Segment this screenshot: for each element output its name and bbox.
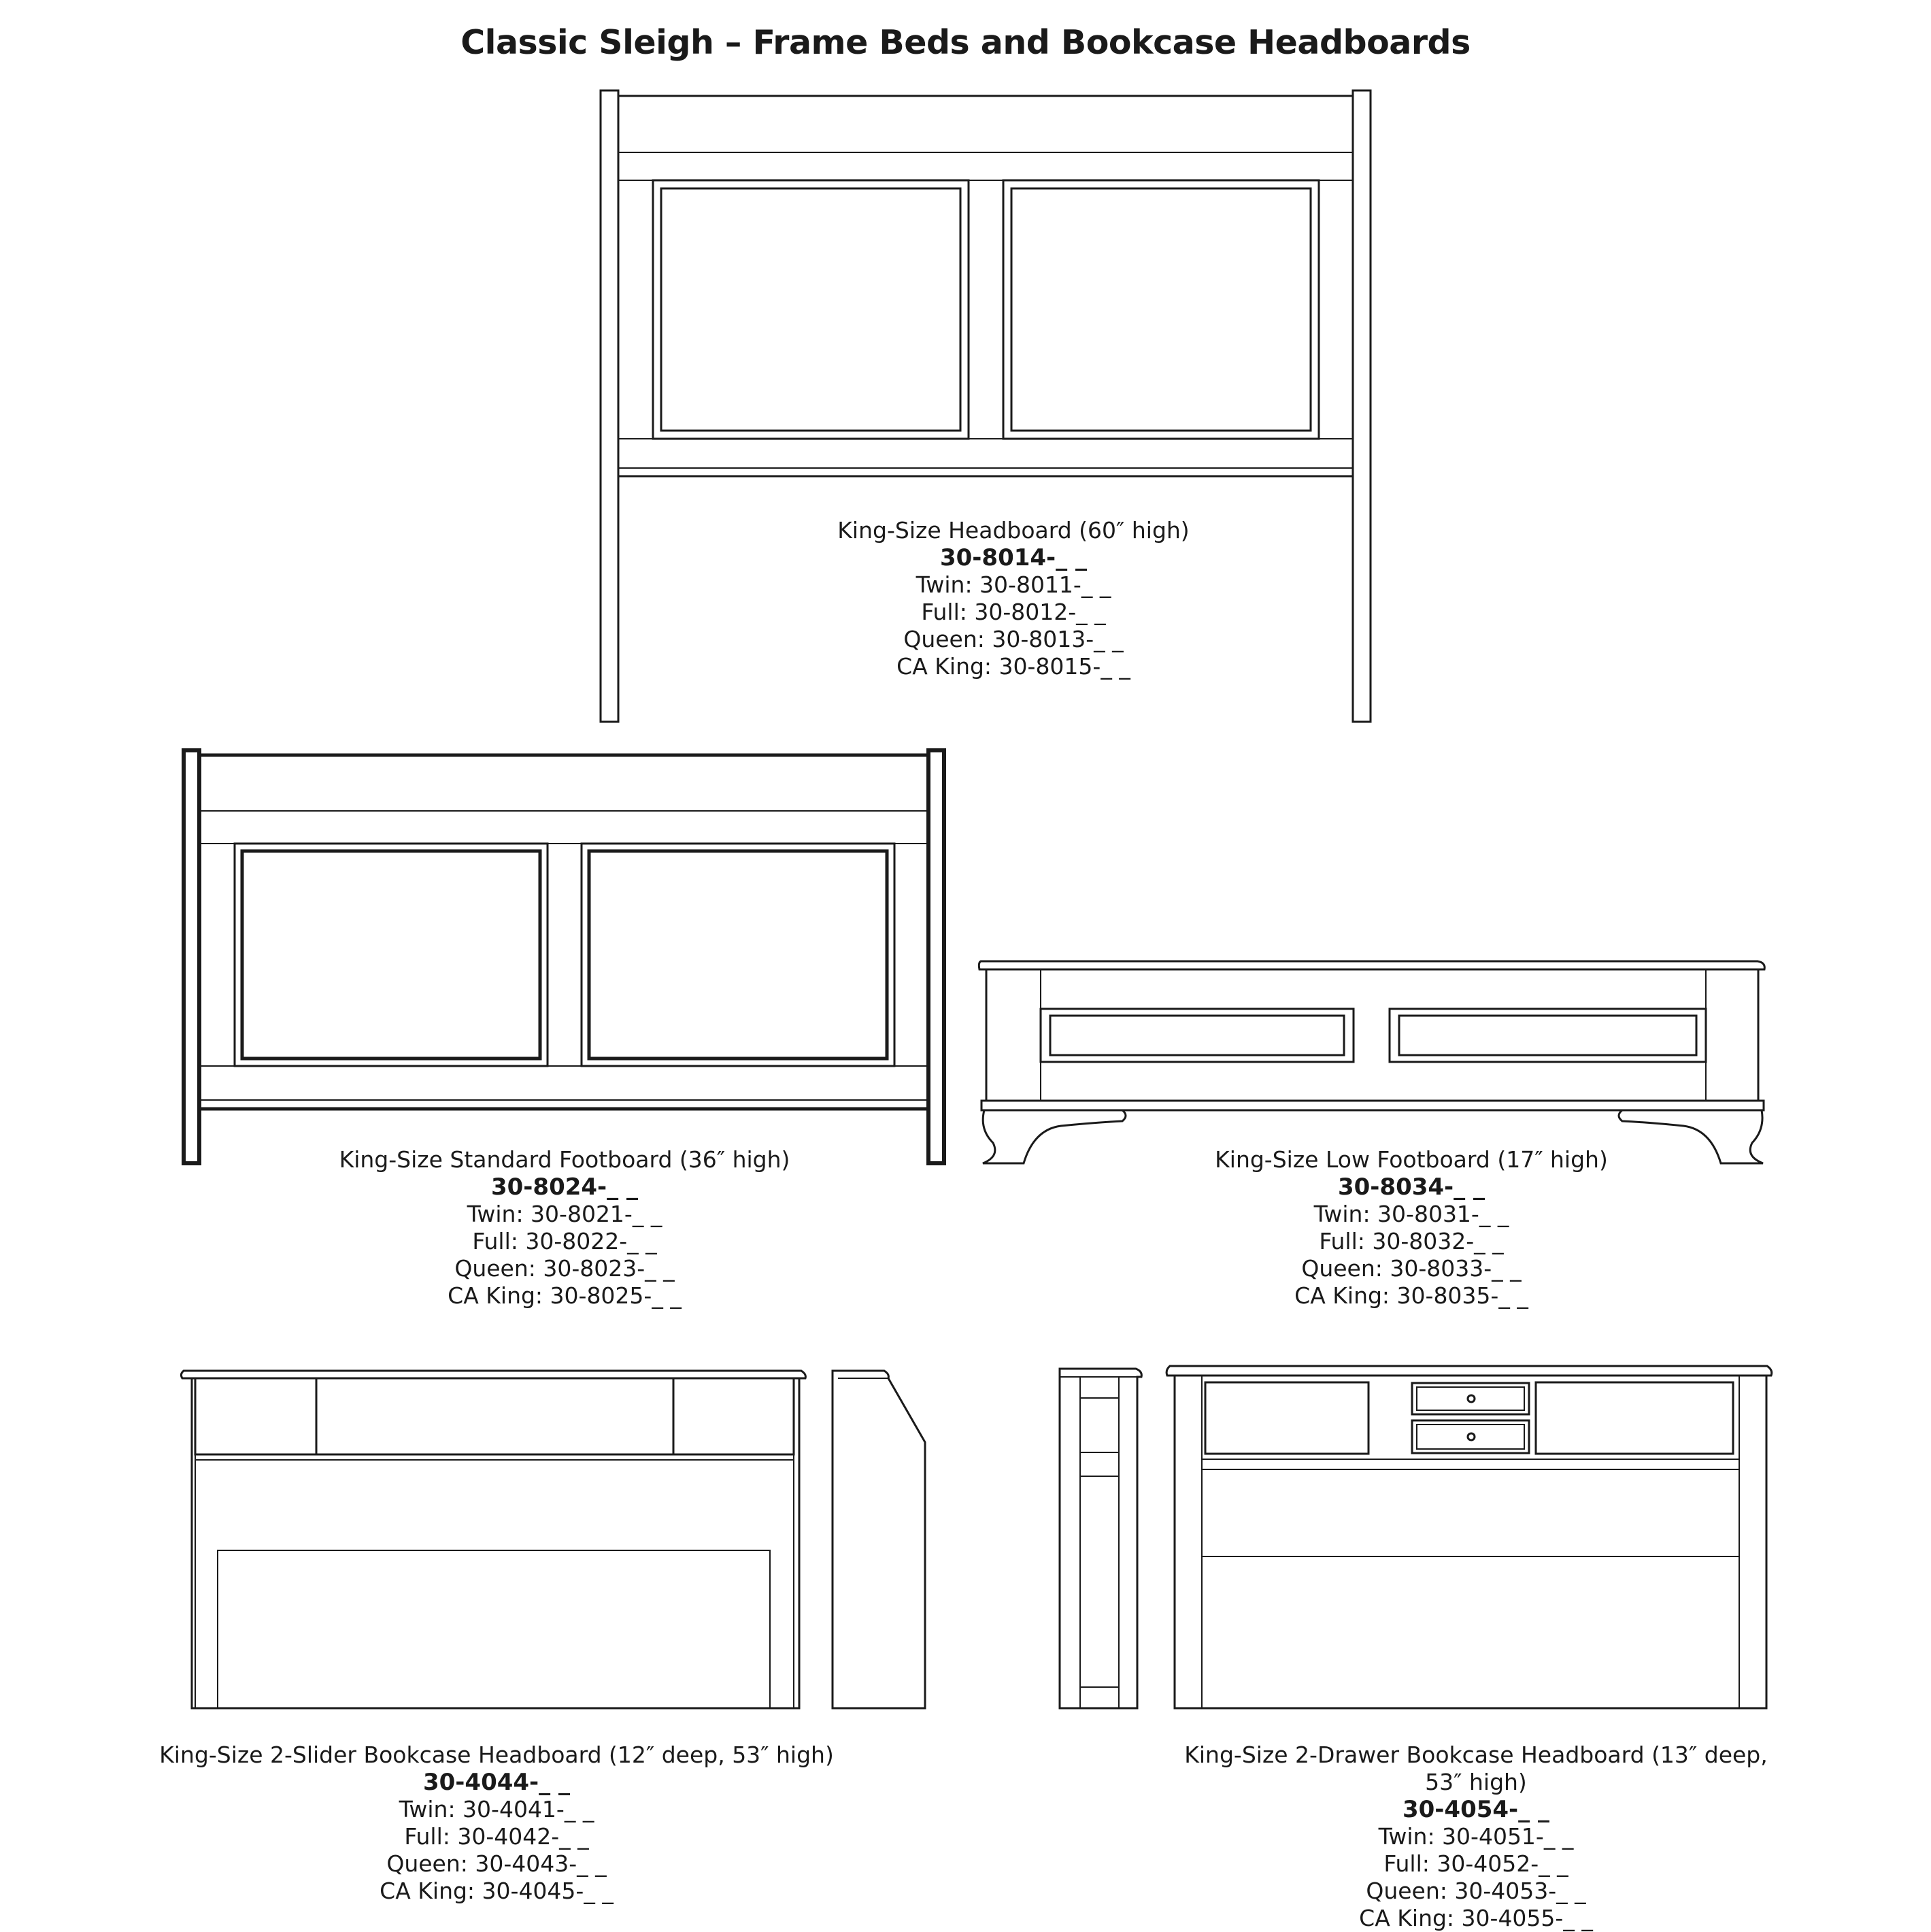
variant-twin: Twin: 30-8011-_ _ bbox=[916, 571, 1111, 598]
product-code: 30-4044-_ _ bbox=[422, 1769, 570, 1796]
variant-ca-king: CA King: 30-8015-_ _ bbox=[896, 653, 1130, 680]
variant-twin: Twin: 30-4041-_ _ bbox=[399, 1796, 594, 1822]
drawer-bookcase-side-drawing bbox=[1058, 1367, 1143, 1710]
variant-full: Full: 30-4042-_ _ bbox=[404, 1823, 589, 1850]
product-code: 30-4054-_ _ bbox=[1402, 1796, 1549, 1823]
product-code: 30-8024-_ _ bbox=[490, 1173, 638, 1201]
variant-queen: Queen: 30-4053-_ _ bbox=[1366, 1878, 1586, 1904]
king-headboard-caption: King-Size Headboard (60″ high) 30-8014-_… bbox=[775, 517, 1252, 680]
variant-full: Full: 30-8032-_ _ bbox=[1319, 1228, 1504, 1254]
low-footboard-caption: King-Size Low Footboard (17″ high) 30-80… bbox=[1139, 1146, 1683, 1310]
variant-ca-king: CA King: 30-4055-_ _ bbox=[1359, 1905, 1593, 1931]
variant-full: Full: 30-8012-_ _ bbox=[921, 599, 1106, 625]
product-code: 30-8014-_ _ bbox=[939, 544, 1087, 571]
variant-queen: Queen: 30-4043-_ _ bbox=[386, 1850, 607, 1877]
variant-full: Full: 30-4052-_ _ bbox=[1383, 1850, 1568, 1877]
standard-footboard-drawing bbox=[182, 748, 946, 1165]
drawer-bookcase-front-drawing bbox=[1165, 1365, 1773, 1710]
low-footboard-drawing bbox=[977, 960, 1766, 1165]
product-name: King-Size Standard Footboard (36″ high) bbox=[339, 1146, 790, 1173]
product-code: 30-8034-_ _ bbox=[1337, 1173, 1485, 1201]
page-title: Classic Sleigh – Frame Beds and Bookcase… bbox=[460, 23, 1471, 62]
variant-queen: Queen: 30-8033-_ _ bbox=[1301, 1255, 1522, 1282]
slider-bookcase-front-drawing bbox=[180, 1369, 807, 1710]
king-headboard-drawing bbox=[599, 89, 1372, 723]
product-name: King-Size 2-Slider Bookcase Headboard (1… bbox=[159, 1742, 834, 1768]
variant-twin: Twin: 30-8021-_ _ bbox=[467, 1201, 662, 1227]
variant-twin: Twin: 30-8031-_ _ bbox=[1313, 1201, 1509, 1227]
variant-ca-king: CA King: 30-8025-_ _ bbox=[448, 1282, 682, 1309]
product-name: King-Size Low Footboard (17″ high) bbox=[1215, 1146, 1608, 1173]
variant-ca-king: CA King: 30-8035-_ _ bbox=[1294, 1282, 1528, 1309]
slider-bookcase-side-drawing bbox=[831, 1369, 926, 1710]
slider-bookcase-caption: King-Size 2-Slider Bookcase Headboard (1… bbox=[156, 1742, 837, 1905]
standard-footboard-caption: King-Size Standard Footboard (36″ high) … bbox=[292, 1146, 837, 1310]
product-name: King-Size Headboard (60″ high) bbox=[837, 517, 1190, 544]
variant-twin: Twin: 30-4051-_ _ bbox=[1378, 1823, 1574, 1850]
variant-queen: Queen: 30-8023-_ _ bbox=[454, 1255, 675, 1282]
product-name: King-Size 2-Drawer Bookcase Headboard (1… bbox=[1184, 1742, 1768, 1795]
variant-queen: Queen: 30-8013-_ _ bbox=[903, 626, 1124, 652]
variant-ca-king: CA King: 30-4045-_ _ bbox=[380, 1878, 614, 1904]
drawer-bookcase-caption: King-Size 2-Drawer Bookcase Headboard (1… bbox=[1180, 1742, 1772, 1932]
variant-full: Full: 30-8022-_ _ bbox=[472, 1228, 657, 1254]
